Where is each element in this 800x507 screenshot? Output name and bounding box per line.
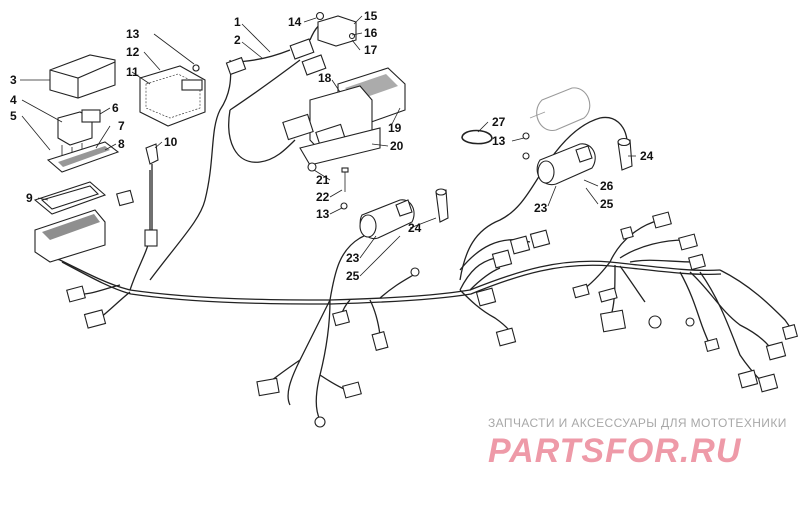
connector-pair-top — [225, 38, 327, 76]
callout-25b: 25 — [600, 197, 614, 211]
callout-13c: 13 — [316, 207, 330, 221]
callout-24a: 24 — [408, 221, 422, 235]
leader-lines — [20, 15, 636, 277]
fuse-box-base — [34, 209, 106, 263]
callout-8: 8 — [118, 137, 125, 151]
callout-numbers: 1 2 3 4 5 6 7 8 9 10 11 12 13 13 13 14 1… — [10, 9, 654, 283]
watermark-caption: ЗАПЧАСТИ И АКСЕССУАРЫ ДЛЯ МОТОТЕХНИКИ — [488, 416, 787, 430]
callout-13b: 13 — [492, 134, 506, 148]
spark-plug-cap-left — [435, 188, 449, 223]
callout-20: 20 — [390, 139, 404, 153]
spark-plug-cap-right — [617, 137, 633, 171]
callout-17: 17 — [364, 43, 378, 57]
fuse — [81, 109, 101, 123]
sensor-probe — [144, 143, 159, 247]
fuse-box-cover — [49, 54, 116, 99]
callout-5: 5 — [10, 109, 17, 123]
starter-relay — [315, 11, 357, 47]
voltage-regulator — [139, 64, 206, 127]
callout-9: 9 — [26, 191, 33, 205]
callout-3: 3 — [10, 73, 17, 87]
clamp-ring — [461, 129, 493, 145]
ignition-coil-right — [536, 143, 596, 186]
callout-13a: 13 — [126, 27, 140, 41]
ecu-connectors — [282, 113, 381, 166]
callout-10: 10 — [164, 135, 178, 149]
callout-12: 12 — [126, 45, 140, 59]
fuse-strip — [46, 141, 120, 173]
mounting-hardware — [192, 64, 530, 210]
callout-24b: 24 — [640, 149, 654, 163]
callout-22: 22 — [316, 190, 330, 204]
callout-25a: 25 — [346, 269, 360, 283]
callout-15: 15 — [364, 9, 378, 23]
callout-18: 18 — [318, 71, 332, 85]
watermark-logo: PARTSFOR.RU — [488, 432, 742, 470]
callout-11: 11 — [126, 65, 139, 79]
callout-1: 1 — [234, 15, 241, 29]
callout-27: 27 — [492, 115, 506, 129]
harness-connectors — [66, 189, 799, 428]
callout-23b: 23 — [534, 201, 548, 215]
callout-7: 7 — [118, 119, 125, 133]
callout-19: 19 — [388, 121, 402, 135]
callout-14: 14 — [288, 15, 302, 29]
callout-2: 2 — [234, 33, 241, 47]
callout-21: 21 — [316, 173, 330, 187]
fuse-box-seal — [33, 181, 107, 215]
callout-6: 6 — [112, 101, 119, 115]
starter-motor-ghost — [529, 87, 591, 131]
callout-16: 16 — [364, 26, 378, 40]
watermark: ЗАПЧАСТИ И АКСЕССУАРЫ ДЛЯ МОТОТЕХНИКИ PA… — [488, 416, 787, 470]
callout-23a: 23 — [346, 251, 360, 265]
ignition-coil-left — [359, 199, 415, 240]
callout-26: 26 — [600, 179, 614, 193]
callout-4: 4 — [10, 93, 17, 107]
